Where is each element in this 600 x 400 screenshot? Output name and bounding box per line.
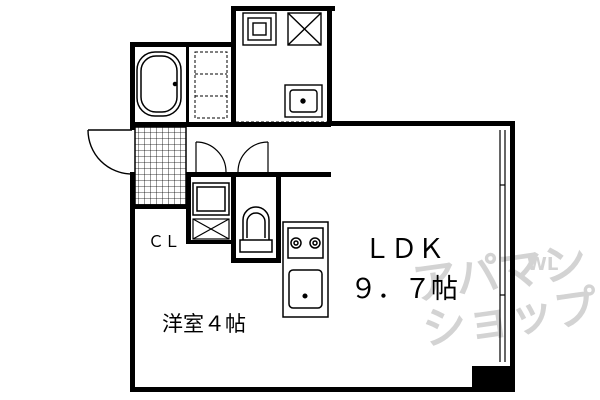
wash-counter	[194, 51, 228, 119]
toilet	[239, 206, 273, 253]
toilet-door	[237, 141, 269, 173]
burner-right	[309, 237, 321, 249]
watermark-logo: WL	[527, 254, 558, 275]
ldk-wall-stub	[281, 172, 331, 177]
wash-basin	[284, 84, 323, 118]
entrance-door	[87, 129, 133, 175]
small-storage	[192, 218, 230, 240]
kitchen-counter	[282, 221, 329, 318]
interior-walls	[130, 42, 331, 263]
outer-walls	[130, 6, 515, 392]
kitchen-sink	[288, 269, 323, 309]
shoe-box	[192, 182, 230, 216]
ldk-size-label: ９．７帖	[350, 274, 458, 305]
washing-machine	[242, 12, 277, 46]
stove	[287, 227, 324, 259]
bathtub	[136, 51, 182, 117]
storage-box	[287, 12, 322, 46]
bath-door	[195, 141, 227, 173]
balcony-window	[499, 130, 506, 362]
ldk-label: ＬＤＫ	[364, 234, 445, 265]
western-room-label: 洋室４帖	[162, 312, 246, 336]
closet-label: ＣＬ	[148, 232, 180, 251]
entrance-floor	[134, 126, 187, 206]
burner-left	[290, 237, 302, 249]
